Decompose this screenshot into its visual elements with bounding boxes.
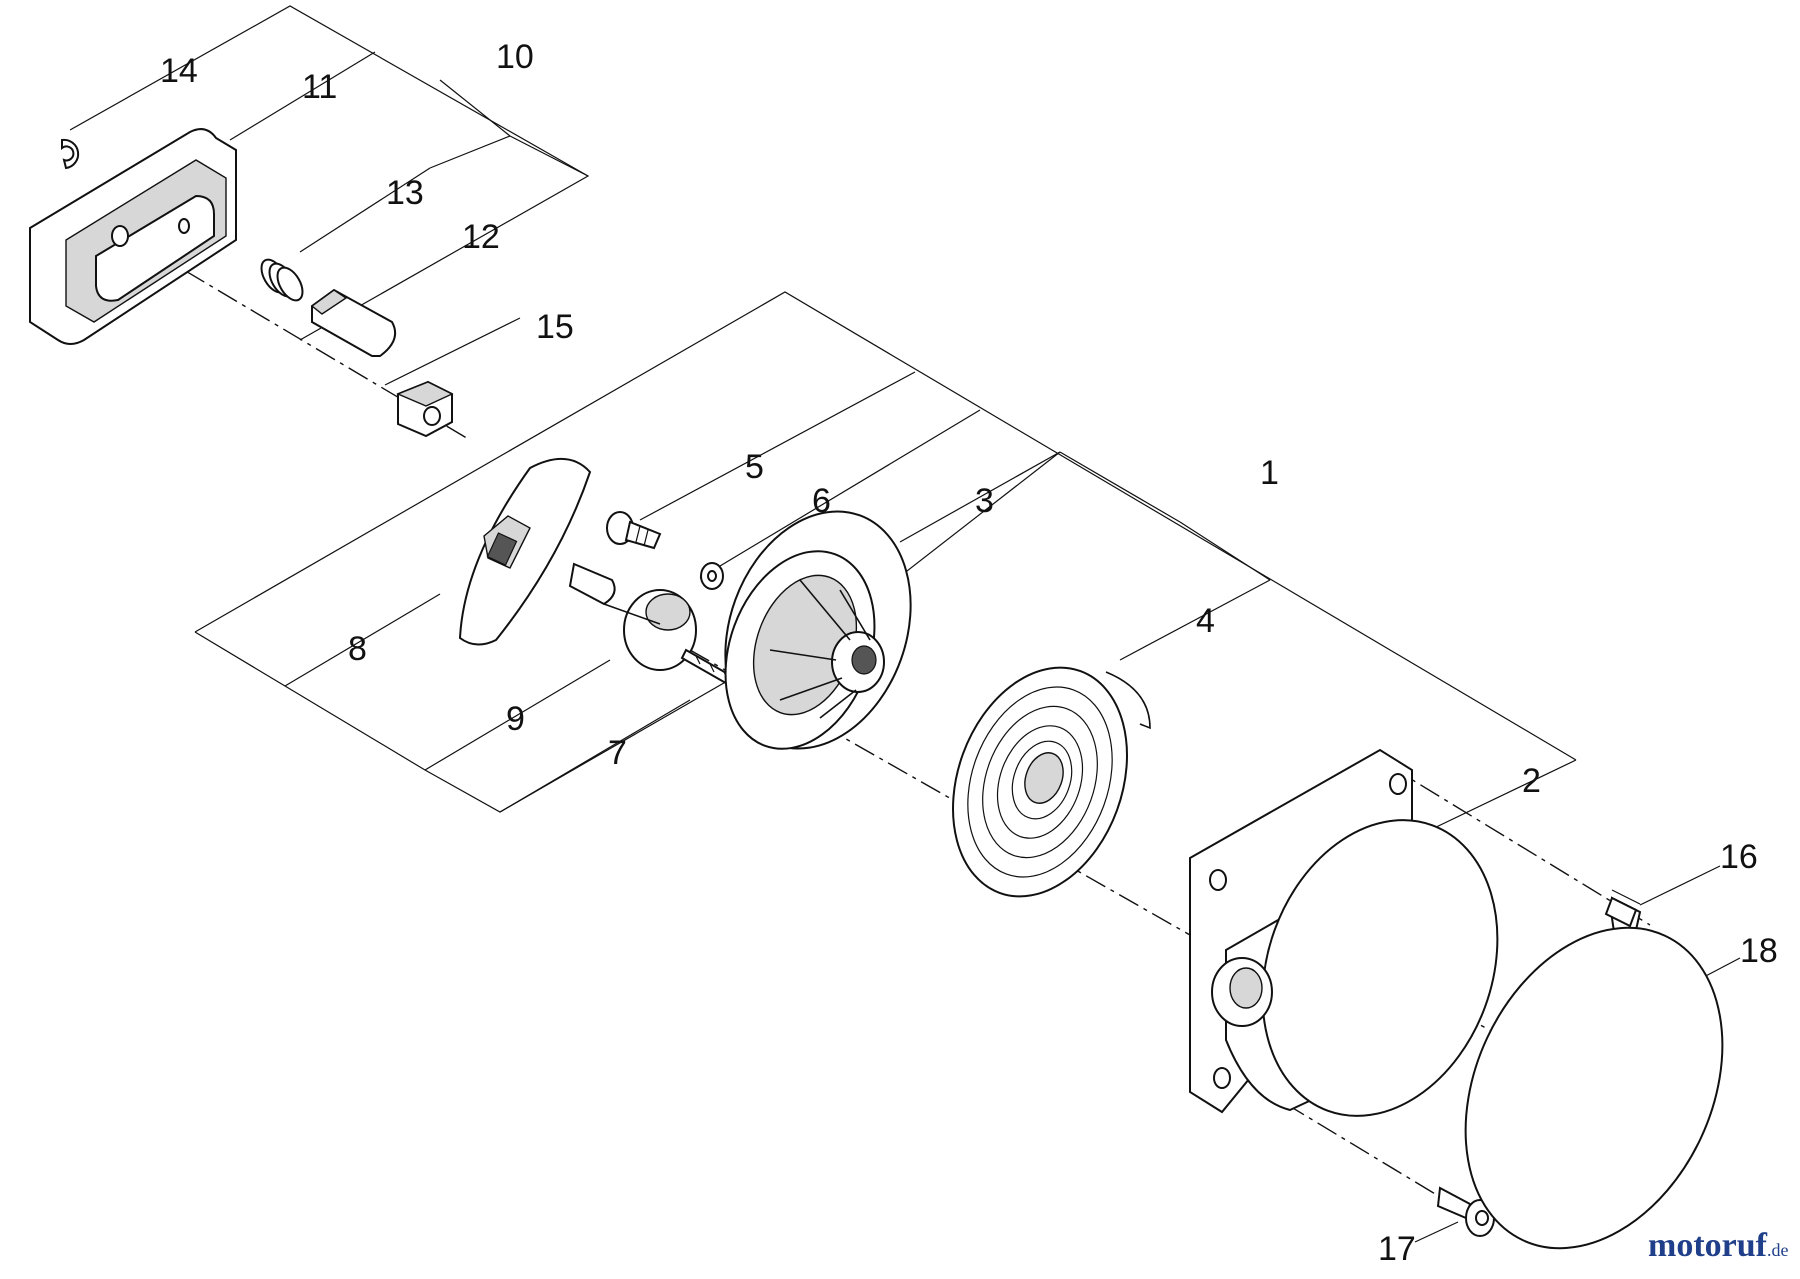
callout-3: 3 <box>975 482 994 520</box>
callout-labels: 14 11 10 13 12 15 5 6 3 1 8 4 9 7 2 16 1… <box>160 38 1778 1268</box>
washer-part-6 <box>700 562 724 590</box>
handle-cover-part-11 <box>29 128 237 345</box>
group-bracket-10 <box>69 5 590 341</box>
callout-6: 6 <box>812 482 831 520</box>
callout-8: 8 <box>348 630 367 668</box>
callout-16: 16 <box>1720 838 1758 876</box>
callout-11: 11 <box>302 68 337 106</box>
hex-nut-part-15 <box>396 380 454 438</box>
callout-7: 7 <box>608 734 627 772</box>
t-handle-part-8 <box>458 457 616 646</box>
callout-9: 9 <box>506 700 525 738</box>
callout-1: 1 <box>1260 454 1279 492</box>
pawl-part-12 <box>310 288 396 357</box>
callout-4: 4 <box>1196 602 1215 640</box>
group-bracket-1 <box>194 291 1577 831</box>
callout-17: 17 <box>1378 1230 1416 1268</box>
callout-5: 5 <box>745 448 764 486</box>
rope-pulley-part-3 <box>724 510 912 750</box>
callout-10: 10 <box>496 38 534 76</box>
callout-18: 18 <box>1740 932 1778 970</box>
callout-2: 2 <box>1522 762 1541 800</box>
callout-13: 13 <box>386 174 424 212</box>
watermark-suffix: .de <box>1767 1240 1789 1260</box>
svg-text:motoruf.de: motoruf.de <box>1648 1227 1788 1264</box>
rope-bushing-part-9 <box>603 589 697 671</box>
cover-disc-part-18 <box>1464 926 1724 1250</box>
screw-part-5 <box>606 511 662 550</box>
watermark-logo: motoruf.de <box>1648 1227 1788 1264</box>
callout-15: 15 <box>536 308 574 346</box>
spring-part-13 <box>260 258 304 302</box>
retaining-ring-part-14 <box>61 138 80 170</box>
starter-housing-part-2 <box>1189 748 1499 1117</box>
callout-14: 14 <box>160 52 198 90</box>
recoil-spring-part-4 <box>952 666 1151 898</box>
callout-12: 12 <box>462 218 500 256</box>
watermark-main: motoruf <box>1648 1227 1768 1264</box>
